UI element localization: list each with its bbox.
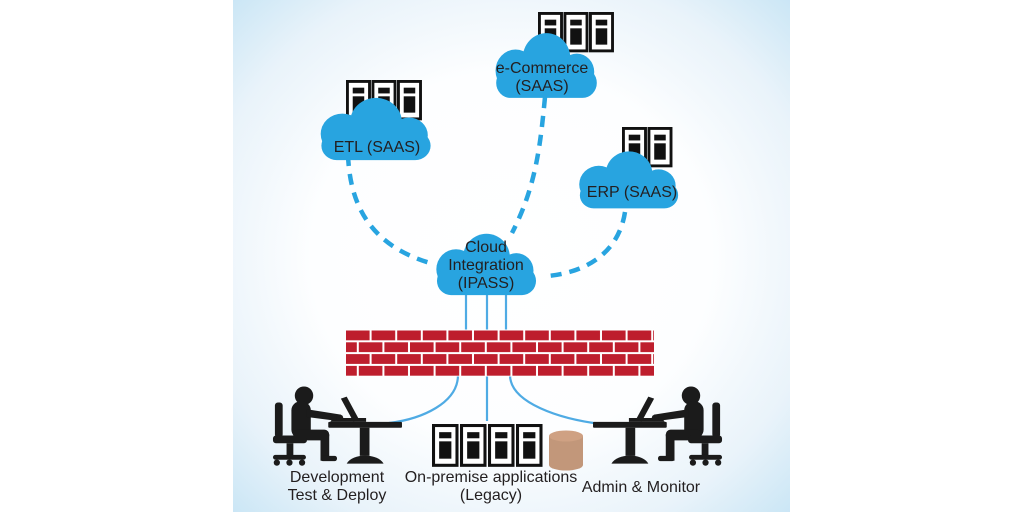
server-icon bbox=[589, 12, 614, 53]
database-bottom bbox=[549, 459, 583, 471]
ipass-cloud-label-line1: Cloud bbox=[465, 239, 507, 256]
dashed-connectors bbox=[345, 96, 628, 279]
server-icon bbox=[487, 423, 515, 467]
developer-group: Development Test & Deploy bbox=[272, 386, 402, 504]
ecommerce-cloud-label-line2: (SAAS) bbox=[515, 78, 568, 95]
ecommerce-cloud-group: e-Commerce (SAAS) bbox=[495, 12, 614, 98]
server-icon bbox=[397, 80, 422, 121]
developer-label-line2: Test & Deploy bbox=[288, 487, 387, 504]
database-cylinder-icon bbox=[549, 430, 583, 471]
link-firewall-admin bbox=[508, 374, 602, 426]
onpremise-label-line1: On-premise applications bbox=[405, 469, 578, 486]
admin-group: Admin & Monitor bbox=[582, 386, 723, 496]
onpremise-label-line2: (Legacy) bbox=[460, 487, 522, 504]
ipass-cloud-label-line2: Integration bbox=[448, 257, 524, 274]
firewall-group bbox=[346, 329, 654, 377]
etl-cloud-label: ETL (SAAS) bbox=[334, 139, 421, 156]
server-icon bbox=[431, 423, 459, 467]
server-icon bbox=[647, 127, 673, 168]
developer-label-line1: Development bbox=[290, 469, 385, 486]
admin-label: Admin & Monitor bbox=[582, 479, 701, 496]
server-icon bbox=[459, 423, 487, 467]
connector-erp-to-ipass bbox=[547, 211, 628, 279]
ipass-cloud-label-line3: (IPASS) bbox=[458, 275, 515, 292]
ecommerce-cloud-label-line1: e-Commerce bbox=[496, 60, 589, 77]
etl-cloud-group: ETL (SAAS) bbox=[320, 80, 431, 161]
ipass-cloud-group: Cloud Integration (IPASS) bbox=[436, 233, 537, 296]
server-icon bbox=[563, 12, 589, 53]
onpremise-group: On-premise applications (Legacy) bbox=[405, 423, 583, 504]
link-firewall-developer bbox=[388, 374, 460, 425]
erp-cloud-group: ERP (SAAS) bbox=[579, 127, 679, 209]
onpremise-links bbox=[388, 292, 602, 426]
firewall-brick-wall bbox=[346, 329, 654, 377]
server-icon bbox=[516, 423, 543, 467]
database-top bbox=[549, 430, 583, 442]
erp-cloud-label: ERP (SAAS) bbox=[587, 184, 677, 201]
connector-ecommerce-to-ipass bbox=[509, 96, 548, 235]
